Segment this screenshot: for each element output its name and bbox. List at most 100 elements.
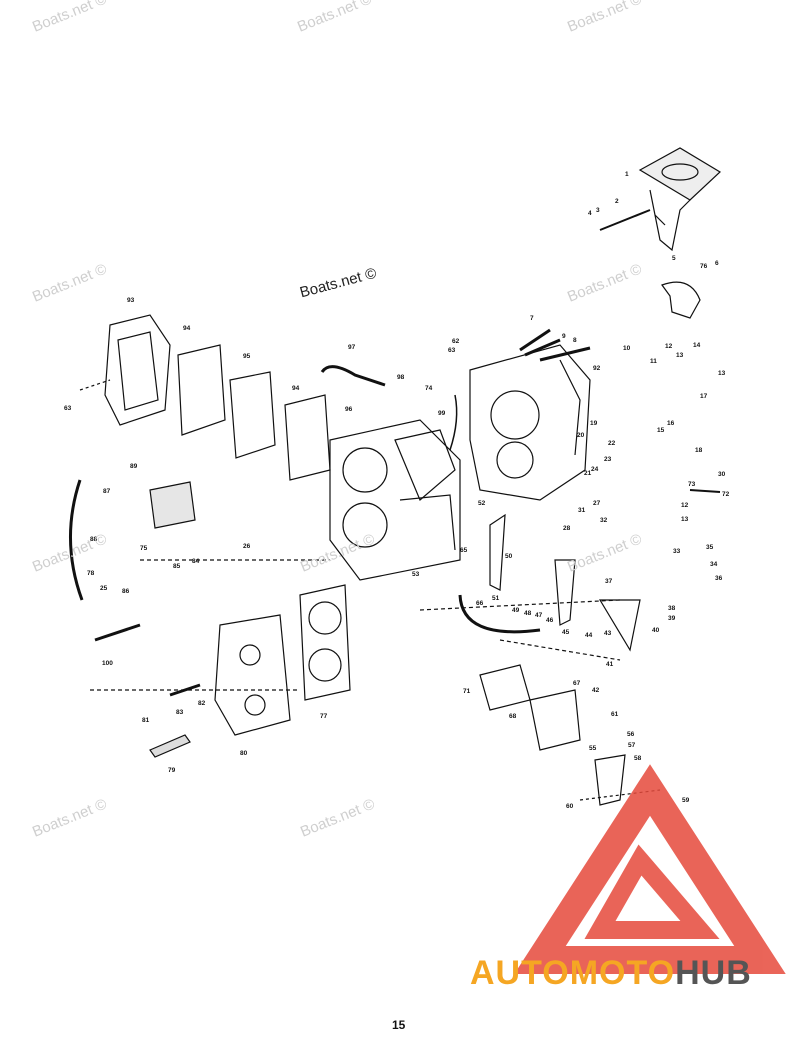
callout: 61	[611, 711, 619, 718]
callout: 6	[715, 260, 719, 267]
callout: 47	[535, 612, 543, 619]
callout: 68	[509, 713, 517, 720]
callout: 14	[693, 342, 701, 349]
callout: 21	[584, 470, 592, 477]
callout: 5	[672, 255, 676, 262]
cylinder-head	[214, 614, 291, 736]
callout: 12	[665, 343, 673, 350]
callout: 92	[593, 365, 601, 372]
callout: 35	[706, 544, 714, 551]
callout: 97	[348, 344, 356, 351]
callout: 13	[676, 352, 684, 359]
callout: 23	[604, 456, 612, 463]
callout: 13	[718, 370, 726, 377]
callout: 37	[605, 578, 613, 585]
callout: 51	[492, 595, 500, 602]
callout: 82	[198, 700, 206, 707]
callout: 53	[412, 571, 420, 578]
callout: 41	[606, 661, 614, 668]
callout: 34	[710, 561, 718, 568]
callout: 46	[546, 617, 554, 624]
callout: 42	[592, 687, 600, 694]
callout: 57	[628, 742, 636, 749]
callout: 84	[192, 558, 200, 565]
callout: 72	[722, 491, 730, 498]
callout: 25	[100, 585, 108, 592]
callout: 96	[345, 406, 353, 413]
callout: 13	[681, 516, 689, 523]
callout: 74	[425, 385, 433, 392]
callout: 93	[127, 297, 135, 304]
callout: 98	[397, 374, 405, 381]
callout: 66	[476, 600, 484, 607]
callout: 95	[243, 353, 251, 360]
callout: 63	[448, 347, 456, 354]
logo-triangle	[514, 764, 786, 974]
callout: 16	[667, 420, 675, 427]
callout: 2	[615, 198, 619, 205]
callout: 67	[573, 680, 581, 687]
callout: 1	[625, 171, 629, 178]
callout: 40	[652, 627, 660, 634]
callout: 87	[103, 488, 111, 495]
callout: 17	[700, 393, 708, 400]
callout: 4	[588, 210, 592, 217]
callout: 39	[668, 615, 676, 622]
callout: 19	[590, 420, 598, 427]
brand-part-3: HUB	[675, 954, 752, 992]
bracket-part	[638, 147, 721, 252]
callout: 99	[438, 410, 446, 417]
callout: 36	[715, 575, 723, 582]
callout-labels: 1 2 3 4 5 76 6 7 8 9 62 63 97 74 10 11 1…	[64, 171, 730, 810]
callout: 77	[320, 713, 328, 720]
callout: 94	[292, 385, 300, 392]
callout: 52	[478, 500, 486, 507]
callout: 60	[566, 803, 574, 810]
callout: 58	[634, 755, 642, 762]
callout: 80	[240, 750, 248, 757]
callout: 78	[87, 570, 95, 577]
callout: 88	[90, 536, 98, 543]
callout: 44	[585, 632, 593, 639]
callout: 50	[505, 553, 513, 560]
callout: 94	[183, 325, 191, 332]
brand-part-1: AUTO	[470, 954, 570, 992]
callout: 45	[562, 629, 570, 636]
callout: 33	[673, 548, 681, 555]
callout: 63	[64, 405, 72, 412]
callout: 71	[463, 688, 471, 695]
callout: 7	[530, 315, 534, 322]
callout: 79	[168, 767, 176, 774]
callout: 81	[142, 717, 150, 724]
callout: 48	[524, 610, 532, 617]
callout: 55	[589, 745, 597, 752]
callout: 18	[695, 447, 703, 454]
callout: 62	[452, 338, 460, 345]
callout: 32	[600, 517, 608, 524]
callout: 85	[173, 563, 181, 570]
callout: 10	[623, 345, 631, 352]
page-number: 15	[392, 1018, 406, 1032]
callout: 3	[596, 207, 600, 214]
callout: 27	[593, 500, 601, 507]
module-box	[149, 481, 196, 529]
callout: 11	[650, 358, 657, 365]
callout: 26	[243, 543, 251, 550]
callout: 76	[700, 263, 708, 270]
brand-logo: AUTOMOTOHUB	[470, 954, 752, 993]
callout: 75	[140, 545, 148, 552]
head-gasket	[299, 584, 351, 701]
callout: 86	[122, 588, 130, 595]
callout: 65	[460, 547, 468, 554]
cylinder-block	[329, 419, 461, 581]
callout: 28	[563, 525, 571, 532]
brand-part-2: MOTO	[569, 954, 676, 992]
callout: 49	[512, 607, 520, 614]
callout: 59	[682, 797, 690, 804]
callout: 24	[591, 466, 599, 473]
callout: 56	[627, 731, 635, 738]
cover-plate	[104, 314, 331, 481]
callout: 22	[608, 440, 616, 447]
